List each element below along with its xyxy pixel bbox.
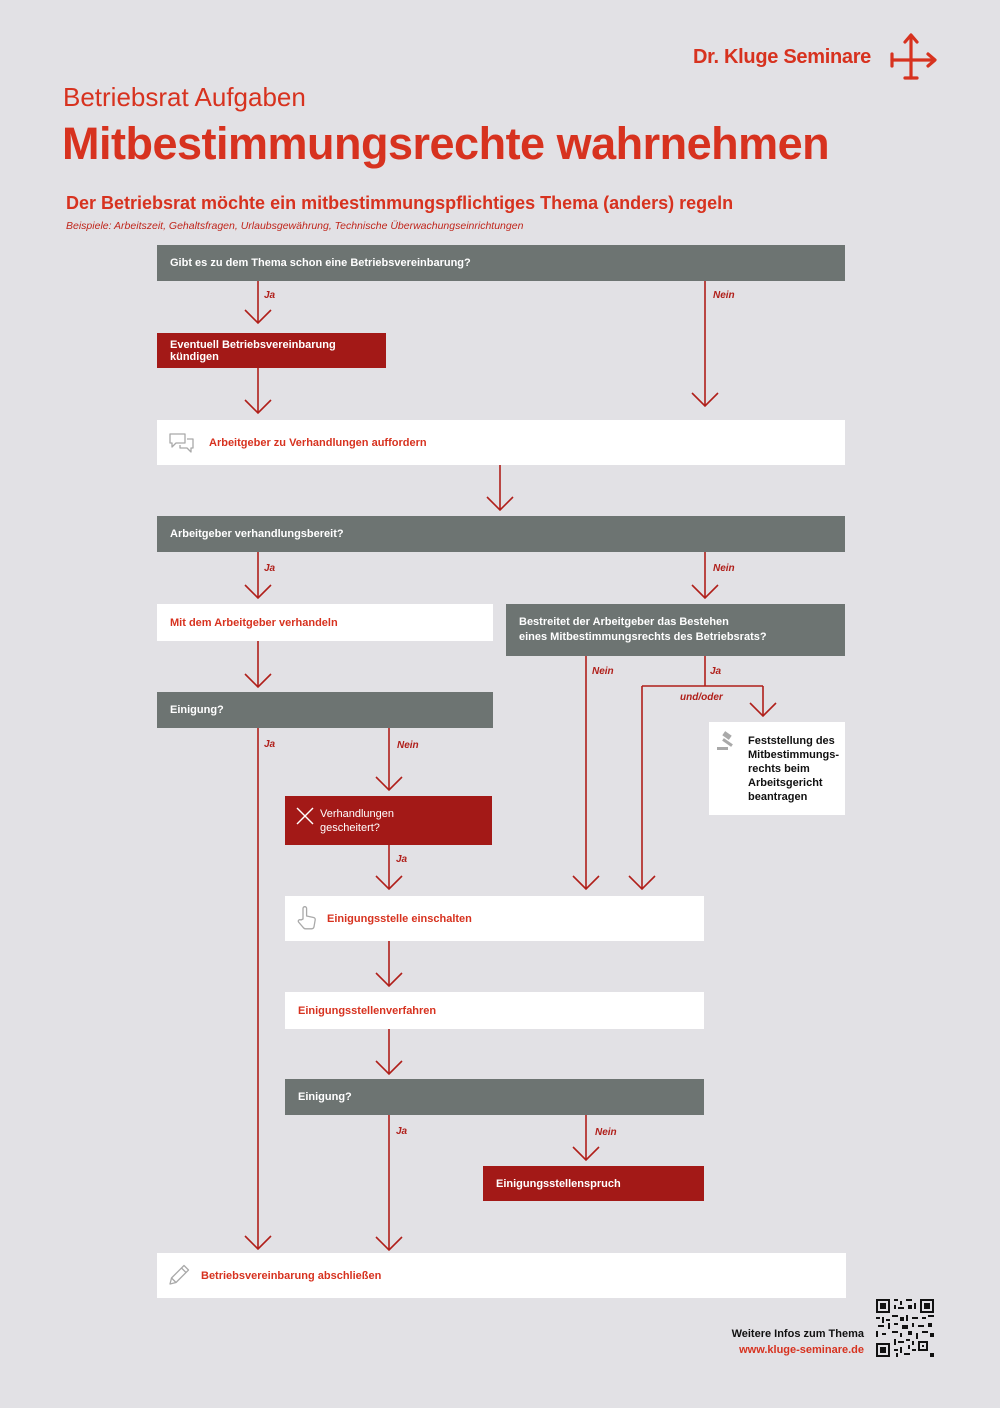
terminate-agreement-box: Eventuell Betriebsvereinbarung kündigen — [157, 333, 386, 368]
supertitle: Betriebsrat Aufgaben — [63, 82, 306, 112]
brand-name: Dr. Kluge Seminare — [693, 46, 871, 68]
speech-bubbles-icon — [169, 433, 194, 453]
node-text: Einigung? — [298, 1091, 352, 1103]
node-text: Eventuell Betriebsvereinbarung kündigen — [170, 338, 336, 363]
node-text: Gibt es zu dem Thema schon eine Betriebs… — [170, 257, 471, 269]
question-existing-agreement: Gibt es zu dem Thema schon eine Betriebs… — [157, 245, 845, 281]
node-text: Arbeitsgericht — [748, 776, 823, 789]
label-no: Nein — [397, 740, 419, 751]
page-title: Mitbestimmungsrechte wahrnehmen — [62, 118, 830, 169]
label-and-or: und/oder — [680, 692, 723, 703]
label-no: Nein — [595, 1127, 617, 1138]
question-agreement-1: Einigung? — [157, 692, 493, 728]
label-yes: Ja — [710, 666, 722, 677]
arrows-logo-icon — [890, 33, 937, 80]
node-text: Arbeitgeber verhandlungsbereit? — [170, 528, 344, 540]
qr-code-icon[interactable] — [876, 1299, 934, 1357]
question-dispute-right: Bestreitet der Arbeitgeber das Bestehen … — [506, 604, 845, 656]
close-x-icon — [296, 807, 314, 825]
footer-info: Weitere Infos zum Thema — [731, 1328, 864, 1340]
label-no: Nein — [713, 563, 735, 574]
question-employer-ready: Arbeitgeber verhandlungsbereit? — [157, 516, 845, 552]
arbitration-ruling-box: Einigungsstellenspruch — [483, 1166, 704, 1201]
node-text: eines Mitbestimmungsrechts des Betriebsr… — [519, 631, 767, 643]
node-text: Einigungsstelle einschalten — [327, 912, 472, 925]
negotiation-failed-box: Verhandlungen gescheitert? — [285, 796, 492, 845]
conclude-agreement-box: Betriebsvereinbarung abschließen — [157, 1253, 846, 1298]
node-text: Einigungsstellenspruch — [496, 1177, 621, 1190]
label-no: Nein — [592, 666, 614, 677]
examples-text: Beispiele: Arbeitszeit, Gehaltsfragen, U… — [66, 220, 524, 232]
question-agreement-2: Einigung? — [285, 1079, 704, 1115]
negotiate-box: Mit dem Arbeitgeber verhandeln — [157, 604, 493, 641]
node-text: gescheitert? — [320, 821, 380, 834]
node-text: Verhandlungen — [320, 807, 395, 820]
label-yes: Ja — [396, 1126, 408, 1137]
node-text: Mit dem Arbeitgeber verhandeln — [170, 616, 338, 629]
node-text: Betriebsvereinbarung abschließen — [201, 1269, 382, 1282]
gavel-icon — [717, 731, 733, 750]
node-text: rechts beim — [748, 762, 810, 775]
node-text: Arbeitgeber zu Verhandlungen auffordern — [209, 436, 427, 449]
pencil-icon — [169, 1264, 190, 1285]
node-text: Einigungsstellenverfahren — [298, 1004, 437, 1017]
labor-court-box: Feststellung des Mitbestimmungs- rechts … — [709, 722, 845, 815]
label-yes: Ja — [264, 739, 276, 750]
node-text: Bestreitet der Arbeitgeber das Bestehen — [519, 616, 729, 628]
label-no: Nein — [713, 290, 735, 301]
hand-pointer-icon — [297, 906, 316, 930]
label-yes: Ja — [264, 563, 276, 574]
node-text: Mitbestimmungs- — [748, 748, 840, 761]
node-text: Feststellung des — [748, 734, 835, 747]
node-text: beantragen — [748, 790, 808, 803]
arbitration-board-box: Einigungsstelle einschalten — [285, 896, 704, 941]
request-negotiation-box: Arbeitgeber zu Verhandlungen auffordern — [157, 420, 845, 465]
intro-text: Der Betriebsrat möchte ein mitbestimmung… — [66, 193, 734, 213]
footer-url[interactable]: www.kluge-seminare.de — [739, 1344, 864, 1356]
arbitration-procedure-box: Einigungsstellenverfahren — [285, 992, 704, 1029]
label-yes: Ja — [396, 854, 408, 865]
node-text: Einigung? — [170, 704, 224, 716]
label-yes: Ja — [264, 290, 276, 301]
